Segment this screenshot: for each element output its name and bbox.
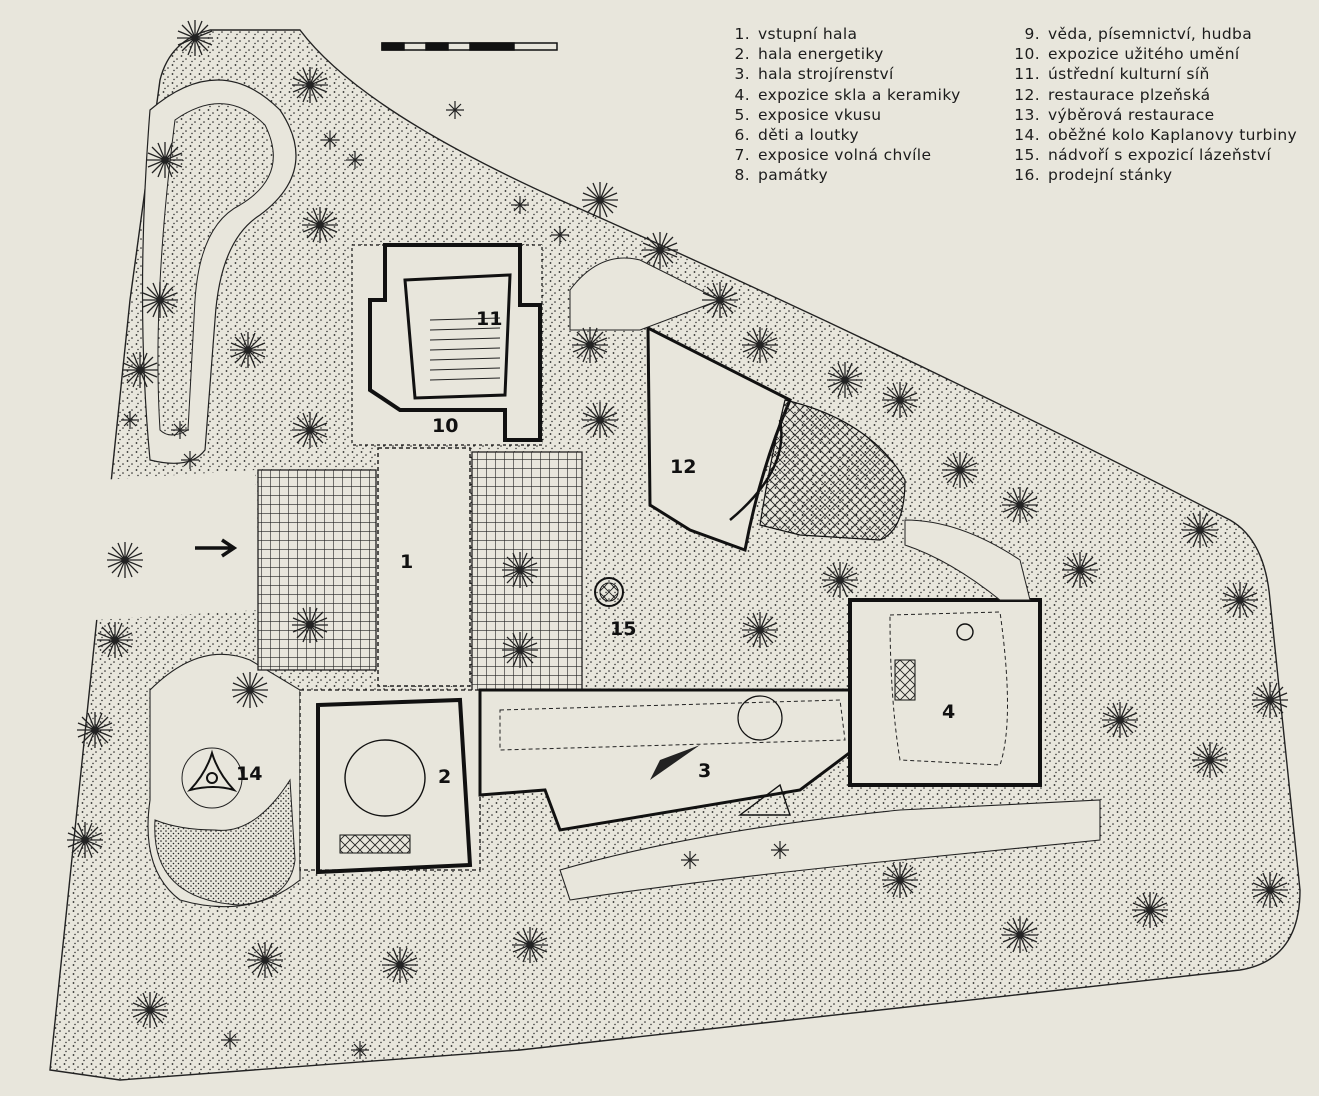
plan-label-14: 14 (236, 763, 262, 785)
plan-label-11: 11 (476, 308, 502, 330)
legend-item: 1.vstupní hala (734, 25, 858, 43)
legend-item: 8.památky (734, 166, 829, 185)
plan-label-1: 1 (400, 551, 413, 573)
plan-label-2: 2 (438, 766, 451, 788)
restaurant-13 (759, 399, 906, 541)
legend-item: 11.ústřední kulturní síň (1014, 65, 1210, 84)
legend-item: 3.hala strojírenství (734, 65, 894, 84)
inner-lawn (157, 103, 274, 436)
legend-item: 12.restaurace plzeňská (1014, 85, 1211, 104)
legend-item: 5.exposice vkusu (734, 105, 882, 124)
legend-item: 7.exposice volná chvíle (734, 146, 932, 165)
plan-label-4: 4 (942, 701, 955, 723)
legend-column-left: 1.vstupní hala 2.hala energetiky 3.hala … (732, 24, 1014, 186)
hall-3-fan (650, 745, 700, 780)
hall-4-stairs (894, 659, 916, 701)
legend-item: 4.expozice skla a keramiky (734, 85, 961, 104)
turbine-wheel (181, 747, 243, 809)
plan-label-10: 10 (432, 415, 458, 437)
plan-label-3: 3 (698, 760, 711, 782)
legend-item: 2.hala energetiky (734, 45, 884, 64)
legend-item: 6.děti a loutky (734, 126, 859, 145)
legend-item: 10.expozice užitého umění (1014, 45, 1240, 64)
turbine-bed (154, 778, 296, 906)
hall-4 (848, 598, 1042, 787)
hall-4-disc (956, 623, 974, 641)
right-path (904, 519, 1031, 601)
plan-label-12: 12 (670, 456, 696, 478)
hall-11-seating (403, 273, 512, 400)
curved-path (559, 799, 1101, 901)
hall-4-inner (889, 611, 1008, 766)
hall-3-inner (499, 699, 846, 751)
legend: 1.vstupní hala 2.hala energetiky 3.hala … (732, 24, 1314, 186)
court-left (257, 469, 377, 671)
hall-2-walls (316, 697, 473, 875)
fountain (594, 577, 624, 607)
legend-item: 13.výběrová restaurace (1014, 105, 1215, 124)
plan-label-15: 15 (610, 618, 636, 640)
legend-column-right: 9.věda, písemnictví, hudba 10.expozice u… (1014, 24, 1314, 186)
hall-11 (368, 243, 542, 442)
hall-3-cone (737, 783, 791, 816)
restaurant-12-curve (729, 419, 783, 521)
hall-2-exhibit (344, 739, 426, 817)
seating-rows (429, 317, 501, 381)
legend-item: 15.nádvoří s expozicí lázeňství (1014, 146, 1272, 165)
scale-bar (381, 42, 558, 51)
court-right (471, 451, 583, 693)
legend-item: 16.prodejní stánky (1014, 166, 1173, 185)
hall-1 (377, 447, 471, 687)
legend-item: 14.oběžné kolo Kaplanovy turbiny (1014, 126, 1298, 145)
hall-2 (299, 689, 481, 871)
entrance-arrow (195, 538, 238, 558)
hall-3-disc (737, 695, 783, 741)
legend-item: 9.věda, písemnictví, hudba (1024, 25, 1253, 43)
entrance-walk (95, 470, 260, 620)
hall-2-stairs (339, 834, 411, 854)
